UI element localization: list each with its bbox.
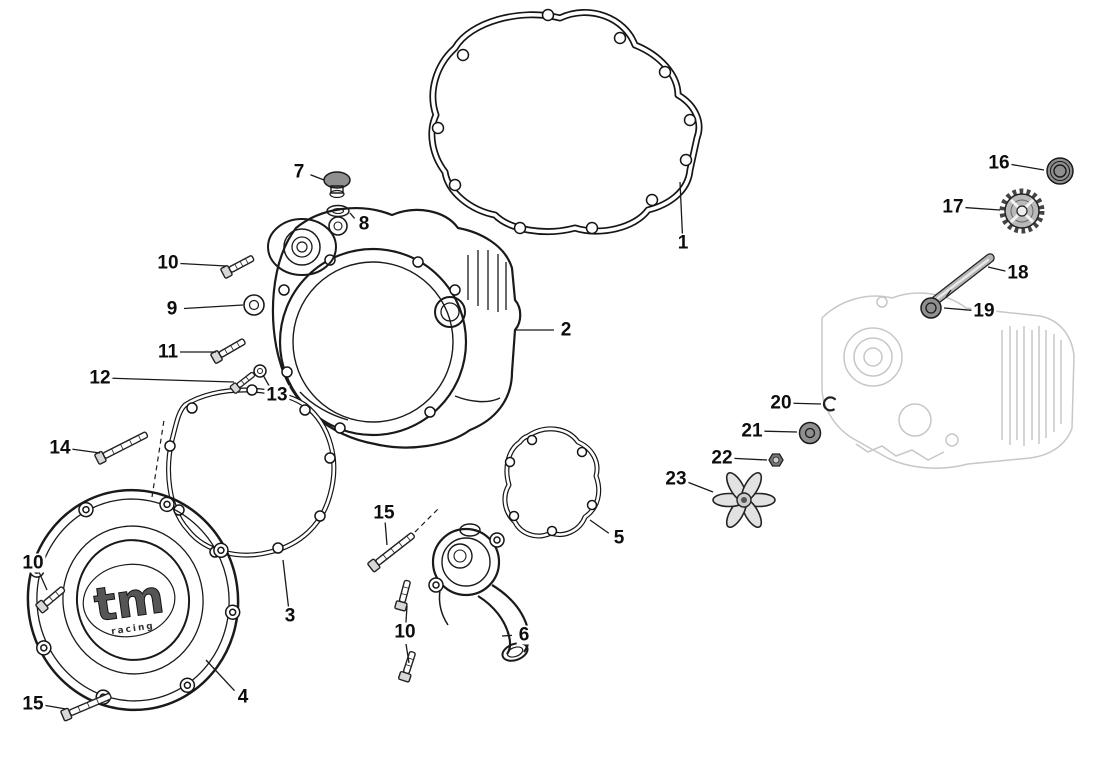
part-3-inner-gasket xyxy=(164,384,337,558)
callout-22: 22 xyxy=(709,447,735,469)
part-17-gear xyxy=(999,188,1045,234)
callout-23: 23 xyxy=(663,468,689,490)
part-14-long-bolt xyxy=(94,431,149,465)
part-13-washer xyxy=(253,364,267,378)
callout-12: 12 xyxy=(87,367,113,389)
callout-15: 15 xyxy=(20,693,46,715)
callout-15: 15 xyxy=(371,502,397,524)
callout-1: 1 xyxy=(675,232,691,254)
callout-13: 13 xyxy=(264,384,290,406)
part-8-washer xyxy=(326,204,350,218)
part-7-plug xyxy=(323,171,351,199)
faded-engine-case xyxy=(821,292,1075,469)
bolt-15-dashed-line xyxy=(414,506,441,533)
callout-7: 7 xyxy=(291,161,307,183)
callout-16: 16 xyxy=(986,152,1012,174)
callout-21: 21 xyxy=(739,420,765,442)
part-11-bolt xyxy=(210,338,246,364)
callout-17: 17 xyxy=(940,196,966,218)
part-21-washer xyxy=(798,421,822,445)
callout-2: 2 xyxy=(558,319,574,341)
part-5-pump-gasket xyxy=(502,426,602,539)
part-23-impeller xyxy=(712,471,776,529)
part-16-seal xyxy=(1046,157,1074,185)
callout-4: 4 xyxy=(235,686,251,708)
cover-fins xyxy=(467,250,507,312)
part-2-clutch-cover-inner xyxy=(267,207,522,449)
case-fins xyxy=(1001,326,1062,446)
callout-14: 14 xyxy=(47,437,73,459)
cover-bolt-bosses xyxy=(278,254,461,434)
callout-3: 3 xyxy=(282,605,298,627)
part-20-circlip xyxy=(822,396,837,412)
callout-10: 10 xyxy=(20,552,46,574)
part-15-long-bolt-b xyxy=(60,692,112,722)
tm-logo-text: tm xyxy=(91,569,168,632)
part-6-pump-housing xyxy=(428,523,530,662)
callout-10: 10 xyxy=(392,621,418,643)
callout-18: 18 xyxy=(1005,262,1031,284)
callout-10: 10 xyxy=(155,252,181,274)
part-12-screw xyxy=(229,371,256,394)
callout-6: 6 xyxy=(516,624,532,646)
callout-11: 11 xyxy=(155,341,181,363)
part-10-bolt-b xyxy=(35,586,66,614)
part-4-outer-cover: tm racing xyxy=(26,488,241,712)
part-22-nut xyxy=(768,453,784,467)
callout-5: 5 xyxy=(611,527,627,549)
callout-19: 19 xyxy=(971,300,997,322)
callout-9: 9 xyxy=(164,298,180,320)
alignment-dashed-line xyxy=(151,419,165,498)
part-15-long-bolt-a xyxy=(367,532,415,573)
part-10-bolt-a xyxy=(220,255,255,279)
part-10-bolt-c xyxy=(394,579,411,612)
part-1-cover-gasket xyxy=(428,8,703,236)
part-18-shaft xyxy=(931,253,995,305)
callout-8: 8 xyxy=(356,213,372,235)
part-9-washer xyxy=(243,294,265,316)
part-19-bearing xyxy=(920,297,942,319)
callout-20: 20 xyxy=(768,392,794,414)
